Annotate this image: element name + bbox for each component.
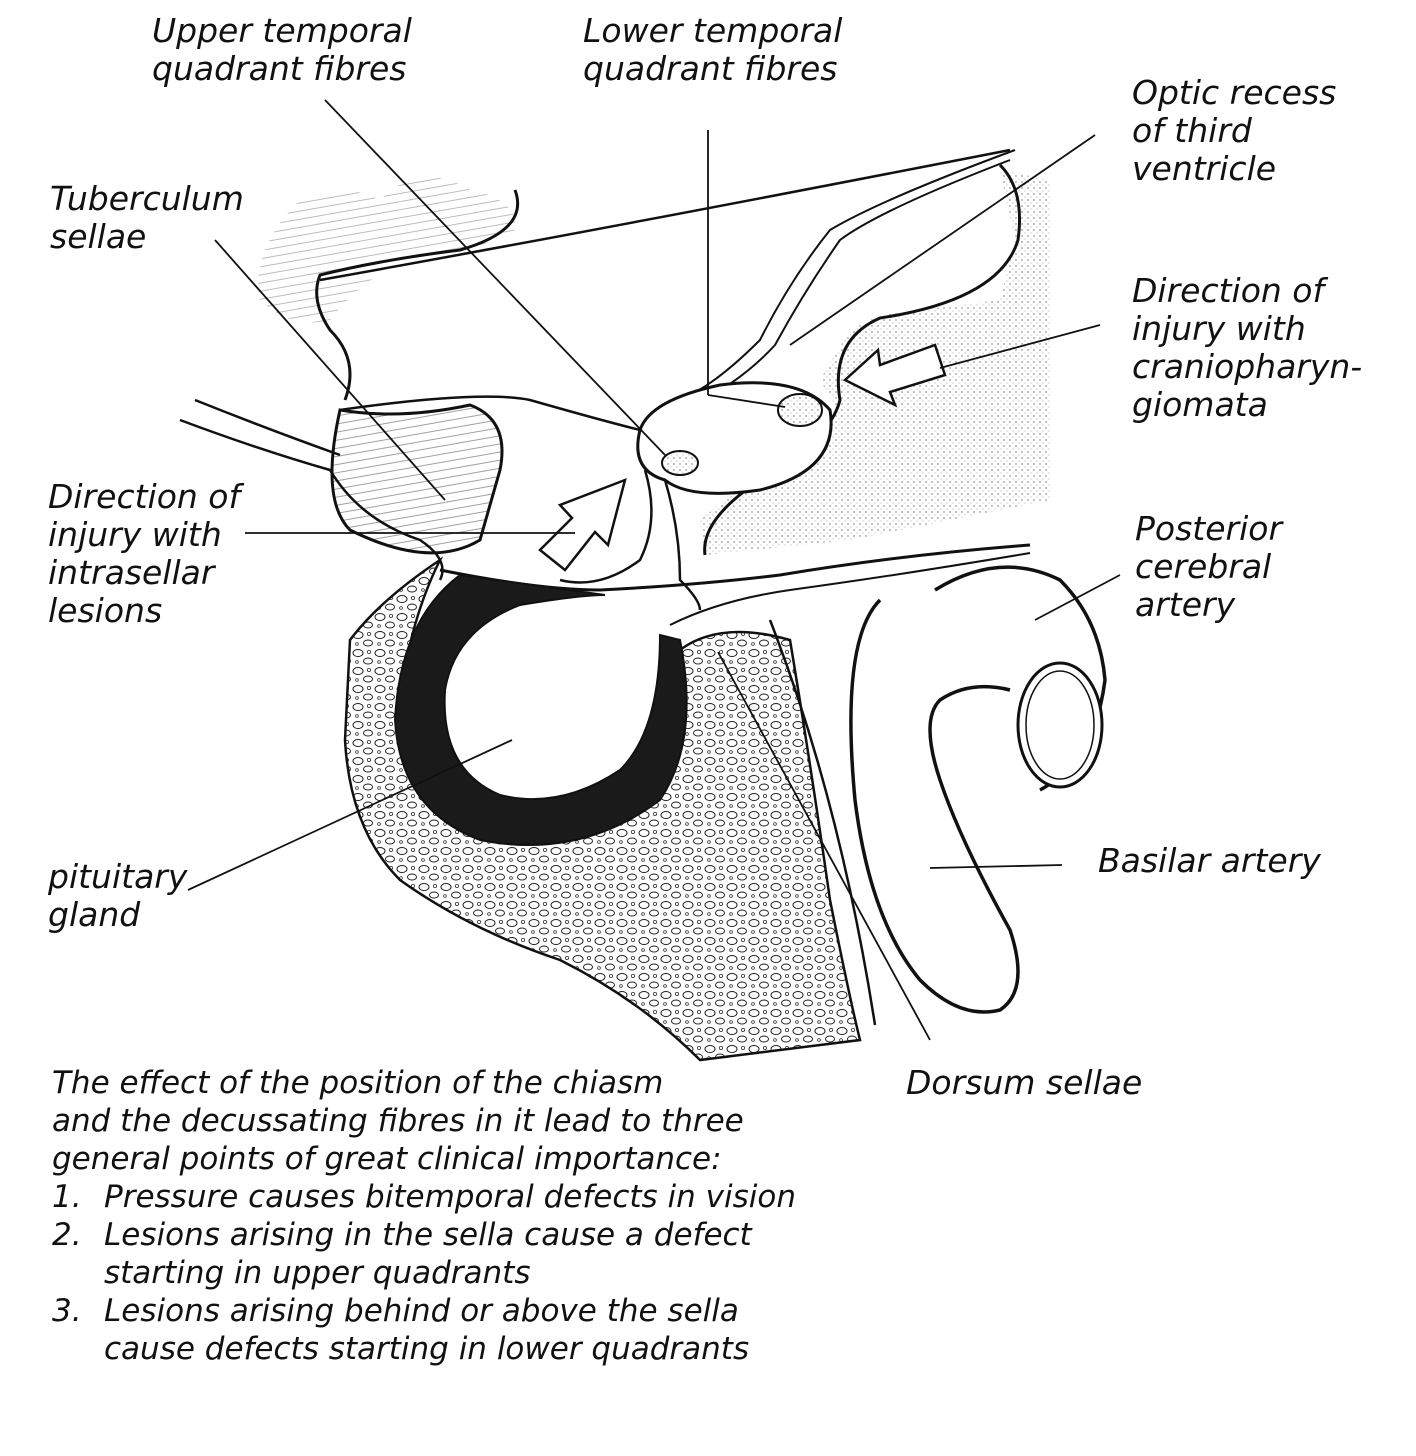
- caption-point: 1. Pressure causes bitemporal defects in…: [52, 1178, 812, 1216]
- caption-intro: The effect of the position of the chiasm…: [52, 1065, 744, 1177]
- label-craniopharyngioma-direction: Direction of injury with craniopharyn- g…: [1132, 271, 1363, 424]
- label-basilar-artery: Basilar artery: [1098, 841, 1321, 880]
- caption-point-number: 3.: [52, 1293, 82, 1329]
- caption-point-number: 1.: [52, 1179, 82, 1215]
- optic-nerve: [319, 148, 1011, 432]
- infundibulum: [559, 469, 702, 611]
- dorsum-sellae-edge: [768, 619, 877, 1026]
- label-pituitary-gland: pituitary gland: [48, 857, 188, 934]
- pituitary-gland-shape: [393, 573, 688, 846]
- left-mucosa: [179, 398, 444, 581]
- label-optic-recess: Optic recess of third ventricle: [1132, 73, 1337, 188]
- caption-point: 2. Lesions arising in the sella cause a …: [52, 1216, 812, 1292]
- figure-caption: The effect of the position of the chiasm…: [52, 1064, 812, 1368]
- upper-temporal-fibres: [661, 450, 699, 476]
- label-dorsum-sellae: Dorsum sellae: [906, 1063, 1143, 1102]
- caption-point-text: Lesions arising in the sella cause a def…: [104, 1217, 752, 1291]
- label-upper-temporal-fibres: Upper temporal quadrant fibres: [152, 11, 412, 88]
- diaphragma-inner: [669, 552, 1031, 626]
- craniopharyngioma-arrow: [842, 343, 947, 408]
- pca-inner-ring: [1025, 670, 1095, 780]
- optic-recess: [689, 149, 1016, 403]
- intrasellar-arrow: [538, 477, 627, 572]
- tissue-fold-outline: [315, 189, 520, 401]
- label-intrasellar-direction: Direction of injury with intrasellar les…: [48, 477, 241, 630]
- leader-lines: [187, 99, 1121, 1041]
- caption-point-text: Pressure causes bitemporal defects in vi…: [104, 1179, 797, 1215]
- caption-point: 3. Lesions arising behind or above the s…: [52, 1292, 812, 1368]
- label-posterior-cerebral-artery: Posterior cerebral artery: [1135, 509, 1283, 624]
- lower-temporal-fibres: [777, 393, 823, 427]
- caption-point-text: Lesions arising behind or above the sell…: [104, 1293, 750, 1367]
- label-tuberculum-sellae: Tuberculum sellae: [50, 179, 244, 256]
- basilar-artery: [849, 598, 1020, 1014]
- upper-striated-tissue: [258, 177, 516, 323]
- caption-point-number: 2.: [52, 1217, 82, 1253]
- posterior-cerebral-artery-cross-section: [1016, 661, 1104, 789]
- label-lower-temporal-fibres: Lower temporal quadrant fibres: [583, 11, 843, 88]
- tuberculum-sellae-shape: [330, 403, 504, 555]
